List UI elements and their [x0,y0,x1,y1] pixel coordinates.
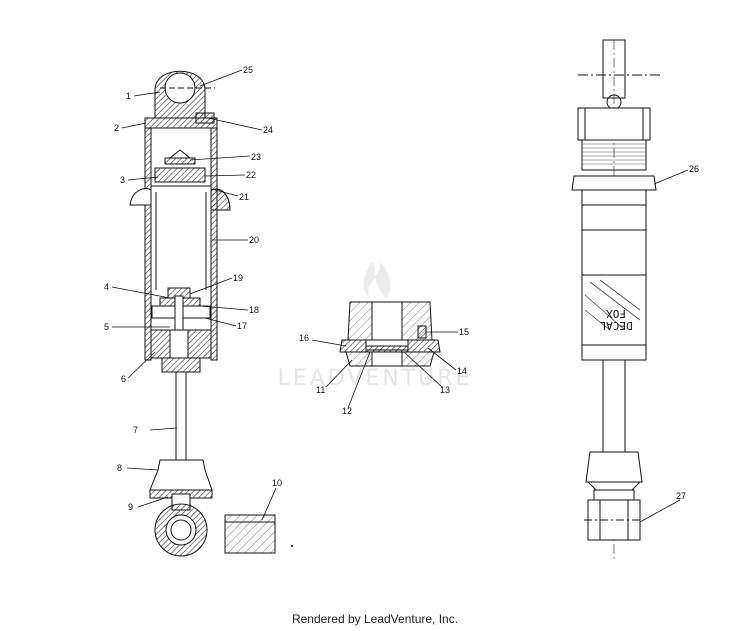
callout-7: 7 [133,425,138,435]
callout-20: 20 [249,235,259,245]
callout-9: 9 [128,502,133,512]
decal-text-1: DECAL [599,319,632,332]
leader-lines [111,69,689,523]
callout-19: 19 [233,273,243,283]
callout-1: 1 [126,91,131,101]
callout-27: 27 [676,491,686,501]
watermark: LEADVENTURE [278,262,473,391]
decal-label: DECAL FOX [599,307,632,332]
callout-labels: 1 25 2 24 23 3 22 21 20 4 19 18 5 17 6 7… [104,65,699,512]
callout-4: 4 [104,282,109,292]
footer-credit: Rendered by LeadVenture, Inc. [291,612,459,626]
callout-5: 5 [104,322,109,332]
callout-2: 2 [114,123,119,133]
callout-10: 10 [272,478,282,488]
callout-15: 15 [459,327,469,337]
sectioned-shock [129,70,276,557]
callout-25: 25 [243,65,253,75]
callout-24: 24 [263,125,273,135]
callout-17: 17 [237,321,247,331]
callout-8: 8 [117,463,122,473]
callout-22: 22 [246,170,256,180]
callout-23: 23 [251,152,261,162]
callout-21: 21 [239,192,249,202]
callout-11: 11 [316,385,325,395]
seal-head-detail [339,301,441,367]
callout-3: 3 [120,175,125,185]
callout-14: 14 [457,366,467,376]
callout-16: 16 [299,333,309,343]
callout-18: 18 [249,305,259,315]
decal-text-2: FOX [606,307,626,320]
marker-dot [291,545,293,547]
watermark-text: LEADVENTURE [278,366,473,391]
exterior-shock [571,39,660,560]
callout-6: 6 [121,374,126,384]
callout-13: 13 [440,385,450,395]
callout-26: 26 [689,164,699,174]
callout-12: 12 [342,406,352,416]
